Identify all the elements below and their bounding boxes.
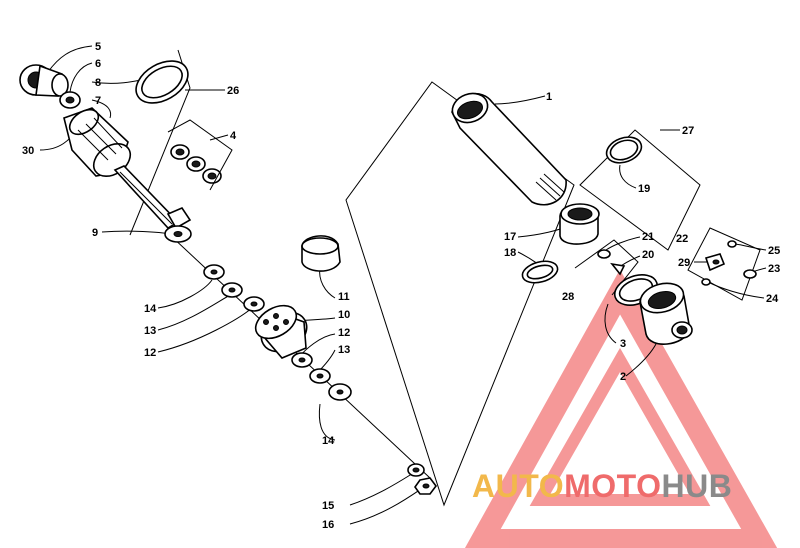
floating-piston-17 xyxy=(559,203,600,245)
piston-10 xyxy=(254,304,308,359)
watermark-logo-triangle xyxy=(464,269,778,548)
callout-20: 20 xyxy=(642,249,654,261)
washer-15 xyxy=(407,463,425,477)
valve-stack-lower xyxy=(291,352,352,401)
valve-core-20 xyxy=(610,262,626,276)
bushings-4 xyxy=(167,119,233,191)
washer-9 xyxy=(164,225,192,243)
callout-21: 21 xyxy=(642,231,654,243)
valve-assembly-29 xyxy=(704,253,726,272)
piston-band-11 xyxy=(301,235,341,272)
callout-4: 4 xyxy=(230,130,237,142)
callout-13-lower: 13 xyxy=(338,344,350,356)
callout-2: 2 xyxy=(620,371,626,383)
callout-19: 19 xyxy=(638,183,650,195)
watermark-part-auto: AUTO xyxy=(472,468,564,504)
o-ring-23 xyxy=(743,269,757,279)
callout-16: 16 xyxy=(322,519,334,531)
group-box-27 xyxy=(579,129,701,251)
cylinder-tube-1 xyxy=(451,92,567,206)
end-cap-2 xyxy=(639,282,693,345)
callout-27: 27 xyxy=(682,125,694,137)
callout-13-upper: 13 xyxy=(144,325,156,337)
o-ring-24 xyxy=(701,278,711,286)
callout-18: 18 xyxy=(504,247,516,259)
callout-3: 3 xyxy=(620,338,626,350)
nut-16 xyxy=(414,477,437,495)
snap-ring-8 xyxy=(135,60,189,104)
callout-14-lower: 14 xyxy=(322,435,335,447)
callout-23: 23 xyxy=(768,263,780,275)
jam-nut xyxy=(59,91,81,109)
callout-8: 8 xyxy=(95,77,101,89)
watermark-part-hub: HUB xyxy=(661,468,732,504)
rod-end-eye xyxy=(19,64,69,97)
group-box-28 xyxy=(574,239,639,296)
watermark-part-moto: MOTO xyxy=(564,468,661,504)
ring-19 xyxy=(605,136,643,164)
valve-stack-upper xyxy=(203,264,265,312)
callout-17: 17 xyxy=(504,231,516,243)
callout-14-upper: 14 xyxy=(144,303,157,315)
callout-25: 25 xyxy=(768,245,780,257)
piston-rod xyxy=(113,165,192,230)
callout-9: 9 xyxy=(92,227,98,239)
ring-18 xyxy=(521,260,559,284)
svg-text:AUTOMOTOHUB: AUTOMOTOHUB xyxy=(472,468,732,504)
o-ring-21 xyxy=(597,249,611,259)
callout-15: 15 xyxy=(322,500,334,512)
callout-29: 29 xyxy=(678,257,690,269)
callout-22: 22 xyxy=(676,233,688,245)
cap-25 xyxy=(727,240,737,248)
callout-28: 28 xyxy=(562,291,574,303)
watermark-text: AUTOMOTOHUB xyxy=(472,468,732,504)
callout-30: 30 xyxy=(22,145,34,157)
callout-7: 7 xyxy=(95,95,101,107)
group-box-22 xyxy=(687,227,761,301)
callout-10: 10 xyxy=(338,309,350,321)
callout-12-upper: 12 xyxy=(144,347,156,359)
callout-26: 26 xyxy=(227,85,239,97)
callout-11: 11 xyxy=(338,291,350,303)
callout-6: 6 xyxy=(95,58,101,70)
callout-1: 1 xyxy=(546,91,552,103)
callout-12-lower: 12 xyxy=(338,327,350,339)
callout-5: 5 xyxy=(95,41,101,53)
callout-labels: 5 6 8 7 26 30 4 9 14 13 12 11 10 12 13 1… xyxy=(22,41,780,531)
callout-24: 24 xyxy=(766,293,779,305)
